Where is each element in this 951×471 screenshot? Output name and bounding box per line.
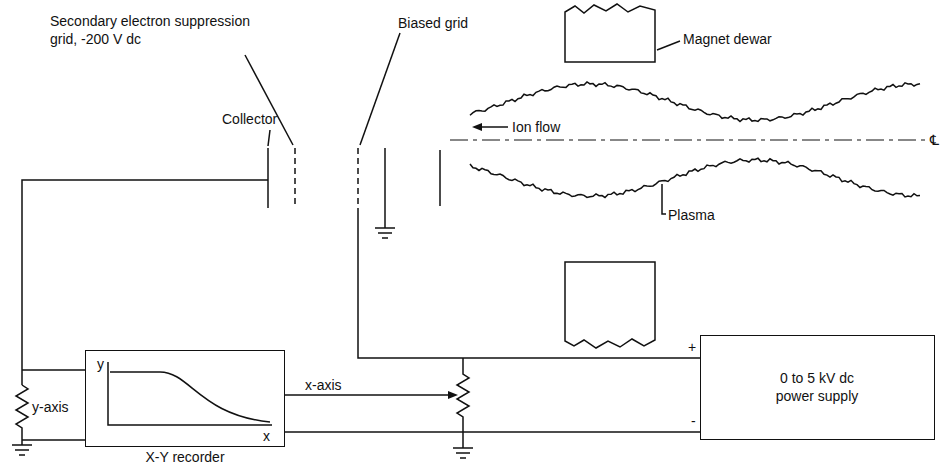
- x-axis-wire: [285, 394, 450, 396]
- y-axis-wire: [22, 369, 85, 371]
- leader-line: [360, 33, 400, 145]
- signal-label: x-axis: [305, 376, 342, 394]
- magnet-dewar: [565, 262, 655, 348]
- part-label: Collector: [222, 110, 277, 128]
- leader-line: [657, 41, 680, 50]
- signal-label: y-axis: [32, 398, 69, 416]
- centerline-symbol: ℄: [930, 131, 939, 149]
- flow-label: Ion flow: [512, 118, 560, 136]
- divider-resistor: [457, 358, 469, 448]
- wire-connector: [285, 431, 700, 433]
- plot-axes: [108, 362, 272, 425]
- collector-wire: [22, 180, 268, 385]
- plasma-boundary: [470, 82, 920, 122]
- terminal-sign: -: [691, 412, 696, 430]
- box-title: X-Y recorder: [86, 448, 284, 466]
- leader-line: [268, 130, 270, 146]
- ground-wire: [384, 208, 386, 228]
- power-supply-box: 0 to 5 kV dc power supply: [700, 335, 935, 440]
- part-label: Biased grid: [398, 14, 468, 32]
- ground-symbol: [453, 448, 473, 458]
- leader-line: [662, 184, 666, 214]
- magnet-dewar: [565, 4, 655, 62]
- terminal-sign: +: [688, 338, 696, 356]
- suppression-grid: [294, 148, 296, 208]
- ion-flow-arrow: [480, 126, 508, 128]
- entrance-plate: [439, 150, 441, 206]
- plot-curve: [110, 372, 270, 422]
- bias-wire: [358, 208, 700, 358]
- axis-letter: y: [97, 355, 104, 373]
- resistor-symbol: [16, 385, 28, 445]
- plasma-boundary: [470, 158, 920, 197]
- leader-line: [245, 55, 293, 145]
- arrowhead: [472, 123, 482, 131]
- ground-symbol: [375, 228, 395, 238]
- y-axis-wire: [22, 439, 85, 441]
- recorder-box: yxX-Y recorder: [85, 350, 285, 447]
- axis-letter: x: [263, 427, 270, 445]
- ground-plate: [384, 148, 386, 208]
- centerline: [450, 140, 926, 141]
- wiper-arrowhead: [448, 391, 458, 399]
- part-label: Plasma: [668, 206, 715, 224]
- box-label: 0 to 5 kV dc power supply: [762, 369, 872, 405]
- collector-plate: [267, 148, 269, 208]
- part-label: Magnet dewar: [683, 30, 772, 48]
- biased-grid: [357, 148, 359, 208]
- ground-symbol: [12, 445, 32, 455]
- grid-label: Secondary electron suppression grid, -20…: [50, 12, 250, 48]
